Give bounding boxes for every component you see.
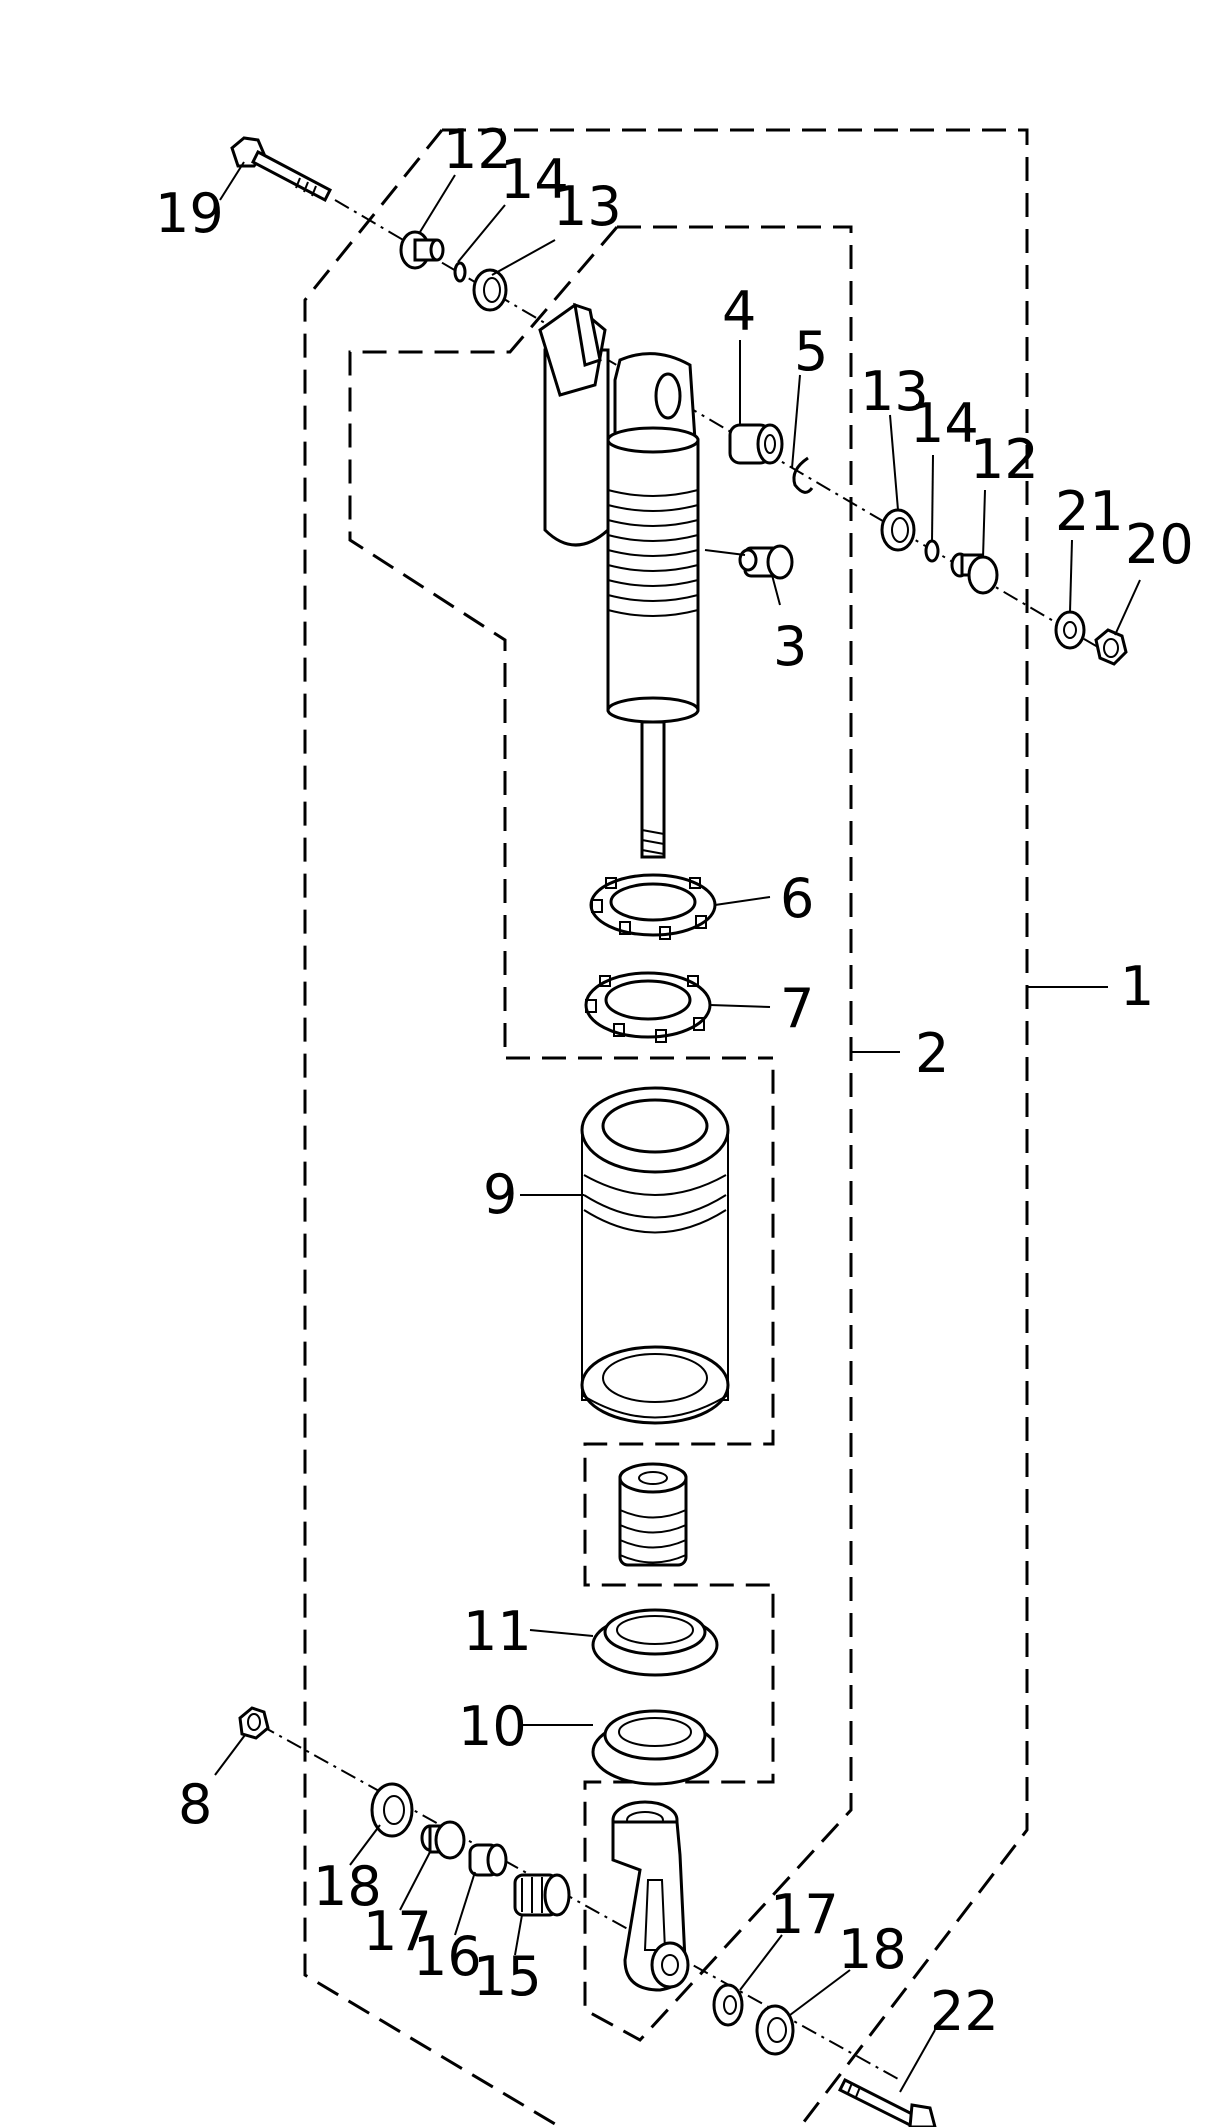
- callout-13-upper-right: 13: [860, 360, 929, 423]
- part-21-washer: [1054, 610, 1086, 650]
- bump-stop: [618, 1462, 688, 1567]
- part-17-collar-lower-left: [420, 1820, 466, 1860]
- callout-6: 6: [780, 867, 814, 930]
- callout-2: 2: [915, 1022, 949, 1085]
- part-13-dust-seal-upper-left: [472, 268, 508, 312]
- group-outline-assembly-1: [303, 128, 1029, 2127]
- part-19-top-bolt: [230, 136, 332, 203]
- part-2-shock-body: [538, 302, 700, 859]
- part-12-collar-upper-right: [950, 552, 999, 595]
- part-6-adjusting-nut: [589, 873, 717, 940]
- part-20-nut: [1094, 628, 1128, 666]
- callout-20: 20: [1125, 513, 1194, 576]
- callout-12-upper-right: 12: [970, 428, 1039, 491]
- callout-18-lower-left: 18: [313, 1855, 382, 1918]
- callout-5: 5: [794, 320, 828, 383]
- callout-14-upper-left: 14: [500, 148, 569, 211]
- group-outline-assembly-2: [348, 225, 853, 2042]
- part-14-o-ring-upper-left: [453, 261, 467, 283]
- callout-8: 8: [178, 1773, 212, 1836]
- part-17-collar-lower-right: [712, 1983, 744, 2027]
- part-18-dust-seal-lower-left: [370, 1782, 414, 1838]
- callout-12-upper-left: 12: [443, 118, 512, 181]
- part-7-lock-nut: [584, 971, 712, 1043]
- part-16-bushing: [468, 1843, 508, 1877]
- callout-9: 9: [483, 1163, 517, 1226]
- callout-1: 1: [1120, 955, 1154, 1018]
- part-4-bushing: [728, 423, 784, 465]
- callout-4: 4: [722, 280, 756, 343]
- leader-lines: [214, 161, 1141, 2093]
- callout-7: 7: [780, 977, 814, 1040]
- part-13-dust-seal-upper-right: [880, 508, 916, 552]
- part-11-spring-seat: [591, 1608, 719, 1677]
- callout-19: 19: [155, 182, 224, 245]
- callout-15: 15: [473, 1945, 542, 2008]
- callout-22: 22: [930, 1980, 999, 2043]
- callout-11: 11: [463, 1600, 532, 1663]
- part-22-bolt: [837, 2077, 937, 2127]
- part-14-o-ring-upper-right: [924, 539, 940, 563]
- lower-clevis: [611, 1800, 690, 1992]
- callout-13-upper-left: 13: [553, 175, 622, 238]
- callout-18-lower-right: 18: [838, 1918, 907, 1981]
- callout-17-lower-left: 17: [363, 1900, 432, 1963]
- callout-10: 10: [458, 1695, 527, 1758]
- callout-3: 3: [773, 615, 807, 678]
- part-15-needle-bearing: [513, 1873, 571, 1917]
- part-5-circlip: [792, 456, 814, 494]
- part-10-spring-seat: [591, 1709, 719, 1786]
- callout-labels: 19 12 14 13 4 5 3 13 14 12 21 20 6 7 2 1…: [155, 118, 1194, 2043]
- callout-17-lower-right: 17: [770, 1883, 839, 1946]
- callout-14-upper-right: 14: [910, 392, 979, 455]
- part-8-nut: [238, 1706, 270, 1740]
- callout-21: 21: [1055, 480, 1124, 543]
- callout-16: 16: [413, 1925, 482, 1988]
- part-9-spring: [580, 1086, 730, 1425]
- part-12-collar-upper-left: [399, 230, 445, 270]
- part-3-adjuster: [738, 544, 794, 580]
- part-18-dust-seal-lower-right: [755, 2004, 795, 2056]
